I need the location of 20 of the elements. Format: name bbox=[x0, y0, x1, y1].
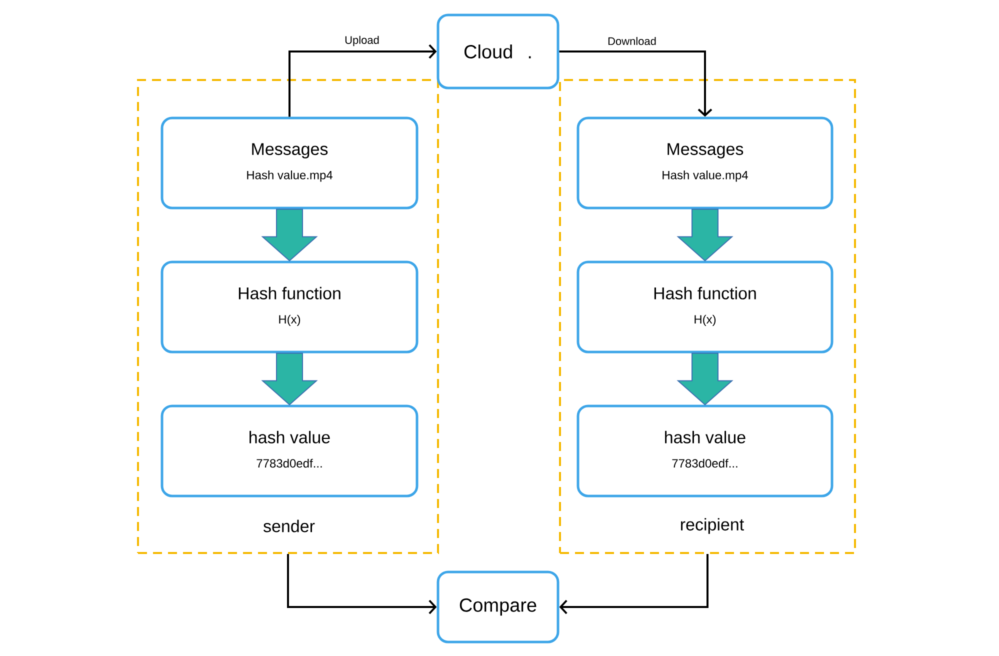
block-arrow bbox=[261, 208, 318, 262]
group-label: recipient bbox=[681, 518, 744, 534]
arrow bbox=[288, 44, 437, 117]
rounded-box: Compare bbox=[436, 570, 560, 644]
group-label: sender bbox=[264, 520, 315, 532]
process-box: Hash function H(x) bbox=[576, 260, 834, 354]
block-arrow bbox=[261, 352, 318, 406]
edge-label: Upload bbox=[344, 34, 380, 48]
arrow bbox=[559, 554, 708, 614]
block-arrow bbox=[676, 208, 734, 262]
process-box: Messages Hash value.mp4 bbox=[160, 116, 418, 210]
arrow bbox=[559, 50, 712, 117]
process-box: hash value 7783d0edf... bbox=[160, 404, 418, 498]
block-arrow bbox=[676, 352, 734, 406]
process-box: hash value 7783d0edf... bbox=[576, 404, 834, 498]
arrow bbox=[287, 554, 437, 614]
edge-label: Download bbox=[606, 36, 658, 46]
process-box: Hash function H(x) bbox=[160, 260, 418, 354]
rounded-box: Cloud . bbox=[436, 14, 560, 90]
process-box: Messages Hash value.mp4 bbox=[576, 116, 834, 210]
